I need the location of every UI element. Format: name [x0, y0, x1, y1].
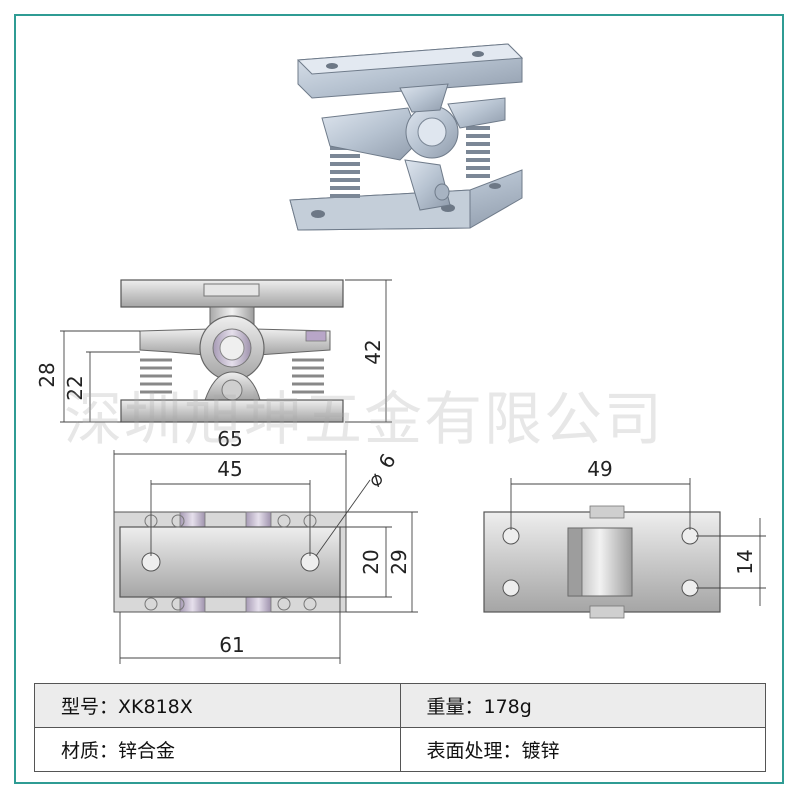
- dim-front-61: 61: [219, 633, 244, 657]
- left-spring: [330, 146, 360, 198]
- spec-finish: 表面处理：镀锌: [399, 727, 766, 772]
- right-spring: [466, 126, 490, 178]
- dim-hole-diameter-symbol: ⌀: [362, 468, 389, 490]
- spec-row: 材质：锌合金 表面处理：镀锌: [34, 727, 766, 772]
- side-left-spring: [140, 358, 172, 394]
- side-right-spring: [292, 358, 324, 394]
- bottom-dimension-lines: [510, 478, 766, 606]
- dim-bottom-14: 14: [733, 549, 757, 574]
- spec-row: 型号：XK818X 重量：178g: [34, 683, 766, 728]
- dim-front-65: 65: [217, 427, 242, 451]
- page-border: [14, 14, 784, 784]
- front-view: [113, 511, 347, 613]
- dim-bottom-49: 49: [587, 457, 612, 481]
- front-dimension-lines: [113, 450, 418, 664]
- dim-side-42: 42: [361, 339, 385, 364]
- side-view: [120, 279, 344, 423]
- spec-material: 材质：锌合金: [34, 727, 401, 772]
- side-dimension-lines: [60, 279, 392, 423]
- dim-side-28: 28: [35, 362, 59, 387]
- spec-weight: 重量：178g: [399, 683, 766, 728]
- spec-table: 型号：XK818X 重量：178g 材质：锌合金 表面处理：镀锌: [34, 683, 766, 772]
- bottom-view: [483, 505, 721, 619]
- dim-front-45: 45: [217, 457, 242, 481]
- dim-front-29: 29: [387, 549, 411, 574]
- dim-side-22: 22: [63, 375, 87, 400]
- spec-model: 型号：XK818X: [34, 683, 401, 728]
- product-photo: [289, 43, 524, 231]
- company-watermark: 深圳旭坤五金有限公司: [64, 385, 665, 453]
- dim-front-20: 20: [359, 549, 383, 574]
